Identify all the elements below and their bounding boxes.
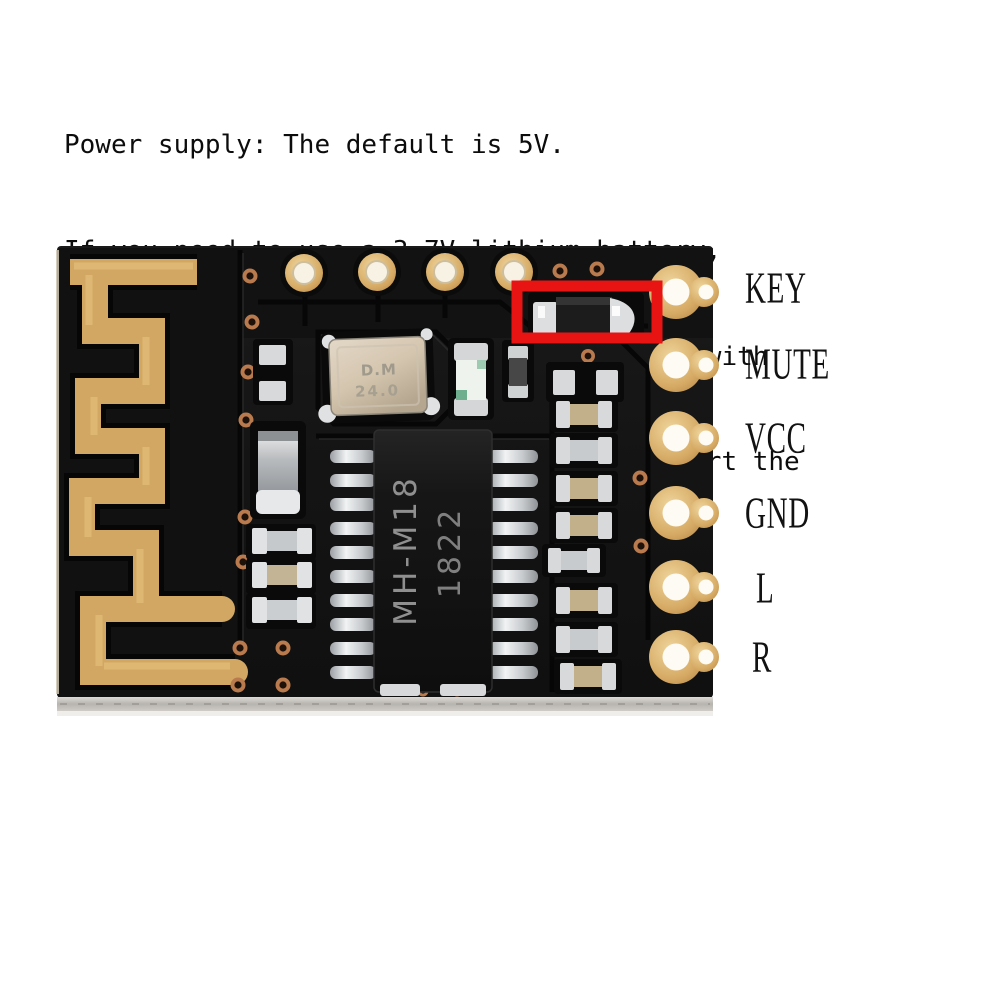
pin-label-l: L [756,563,775,613]
chip-pins-right [488,450,538,679]
castellated-pads [649,265,719,684]
chip-body [373,429,493,693]
crystal-oscillator: D.M 24.0 [318,328,441,424]
led-indicator [448,338,494,420]
pin-label-gnd: GND [745,488,810,538]
main-chip: MH-M18 1822 [330,429,538,696]
spare-pad-footprint [546,362,624,402]
antenna-trace [64,254,248,690]
chip-marking-datecode: 1822 [433,506,468,598]
crystal-marking-line1: D.M [360,360,397,379]
pin-label-r: R [752,632,773,682]
castellated-pad-mute [649,338,719,392]
castellated-pad-gnd [649,486,719,540]
board-edge [57,697,713,716]
pin-label-vcc: VCC [745,413,807,463]
crystal-marking-line2: 24.0 [355,381,401,401]
mounting-holes [280,248,538,297]
castellated-pad-l [649,560,719,614]
pin-label-key: KEY [745,263,807,313]
mounting-hole [280,249,328,297]
chip-marking-model: MH-M18 [388,474,424,625]
mounting-hole [421,248,469,296]
smd-capacitor [250,421,306,519]
chip-pins-left [330,450,376,679]
castellated-pad-vcc [649,411,719,465]
instruction-line: Power supply: The default is 5V. [64,130,565,161]
diode-highlight-box [511,280,663,344]
power-diode [528,292,644,344]
pin-label-mute: MUTE [745,339,830,389]
smd-resistors-left [246,524,316,629]
small-component [502,340,534,402]
castellated-pad-r [649,630,719,684]
mounting-hole [353,248,401,296]
smd-resistors-right [542,397,622,694]
smd-capacitor-footprint [253,339,293,405]
board-left-edge [56,250,59,694]
